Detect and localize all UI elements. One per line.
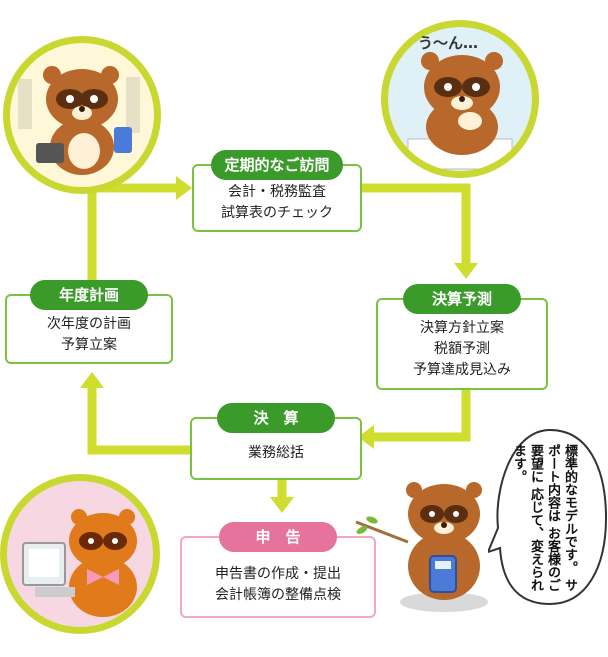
node-settlement-forecast-title: 決算予測 xyxy=(403,284,521,314)
node-settlement-line-1: 業務総括 xyxy=(248,445,304,461)
arrowhead-closing xyxy=(358,425,374,449)
tanuki-computer-icon xyxy=(0,474,160,634)
arrowhead-forecast xyxy=(454,263,478,279)
node-regular-visit-line-2: 試算表のチェック xyxy=(221,205,333,221)
arrow-annual-to-visit xyxy=(87,183,176,285)
node-tax-filing-line-2: 会計帳簿の整備点検 xyxy=(215,587,341,603)
node-annual-plan-line-2: 予算立案 xyxy=(61,337,117,353)
node-annual-plan: 年度計画 次年度の計画 予算立案 xyxy=(5,280,173,364)
arrowhead-annual xyxy=(80,372,104,388)
speech-line-4: 応じて、変えられます。 xyxy=(511,444,543,592)
node-tax-filing-line-1: 申告書の作成・提出 xyxy=(215,566,341,582)
speech-line-3: お客様のご要望に xyxy=(528,444,560,592)
node-settlement-title: 決 算 xyxy=(217,403,335,433)
thought-text: う〜ん… xyxy=(418,34,479,52)
tanuki-businessman-icon xyxy=(3,36,161,194)
node-settlement-forecast-line-2: 税額予測 xyxy=(434,341,490,357)
node-settlement: 決 算 業務総括 xyxy=(190,403,362,480)
speech-line-2: サポート内容は xyxy=(545,444,577,592)
arrow-visit-to-forecast xyxy=(360,183,471,263)
node-tax-filing: 申 告 申告書の作成・提出 会計帳簿の整備点検 xyxy=(180,522,376,618)
node-regular-visit-title: 定期的なご訪問 xyxy=(211,150,343,180)
arrow-closing-to-annual xyxy=(87,388,190,455)
node-annual-plan-line-1: 次年度の計画 xyxy=(47,316,131,332)
node-settlement-forecast: 決算予測 決算方針立案 税額予測 予算達成見込み xyxy=(376,284,548,390)
node-tax-filing-title: 申 告 xyxy=(219,522,337,552)
arrow-forecast-to-closing xyxy=(374,390,471,442)
node-settlement-forecast-line-3: 予算達成見込み xyxy=(413,362,511,378)
pointer-stick-icon xyxy=(355,516,409,544)
speech-bubble xyxy=(488,428,608,606)
arrowhead-visit xyxy=(176,176,192,200)
node-regular-visit-line-1: 会計・税務監査 xyxy=(228,184,326,200)
tanuki-pointer-icon xyxy=(388,462,492,614)
speech-bubble-text: 標準的なモデルです。 サポート内容は お客様のご要望に 応じて、変えられます。 xyxy=(510,444,578,596)
tanuki-thinking-icon xyxy=(381,20,539,178)
node-annual-plan-title: 年度計画 xyxy=(30,280,148,310)
arrowhead-filing xyxy=(270,497,294,513)
node-settlement-forecast-line-1: 決算方針立案 xyxy=(420,320,504,336)
node-regular-visit: 定期的なご訪問 会計・税務監査 試算表のチェック xyxy=(192,150,362,232)
speech-line-1: 標準的なモデルです。 xyxy=(562,444,577,574)
